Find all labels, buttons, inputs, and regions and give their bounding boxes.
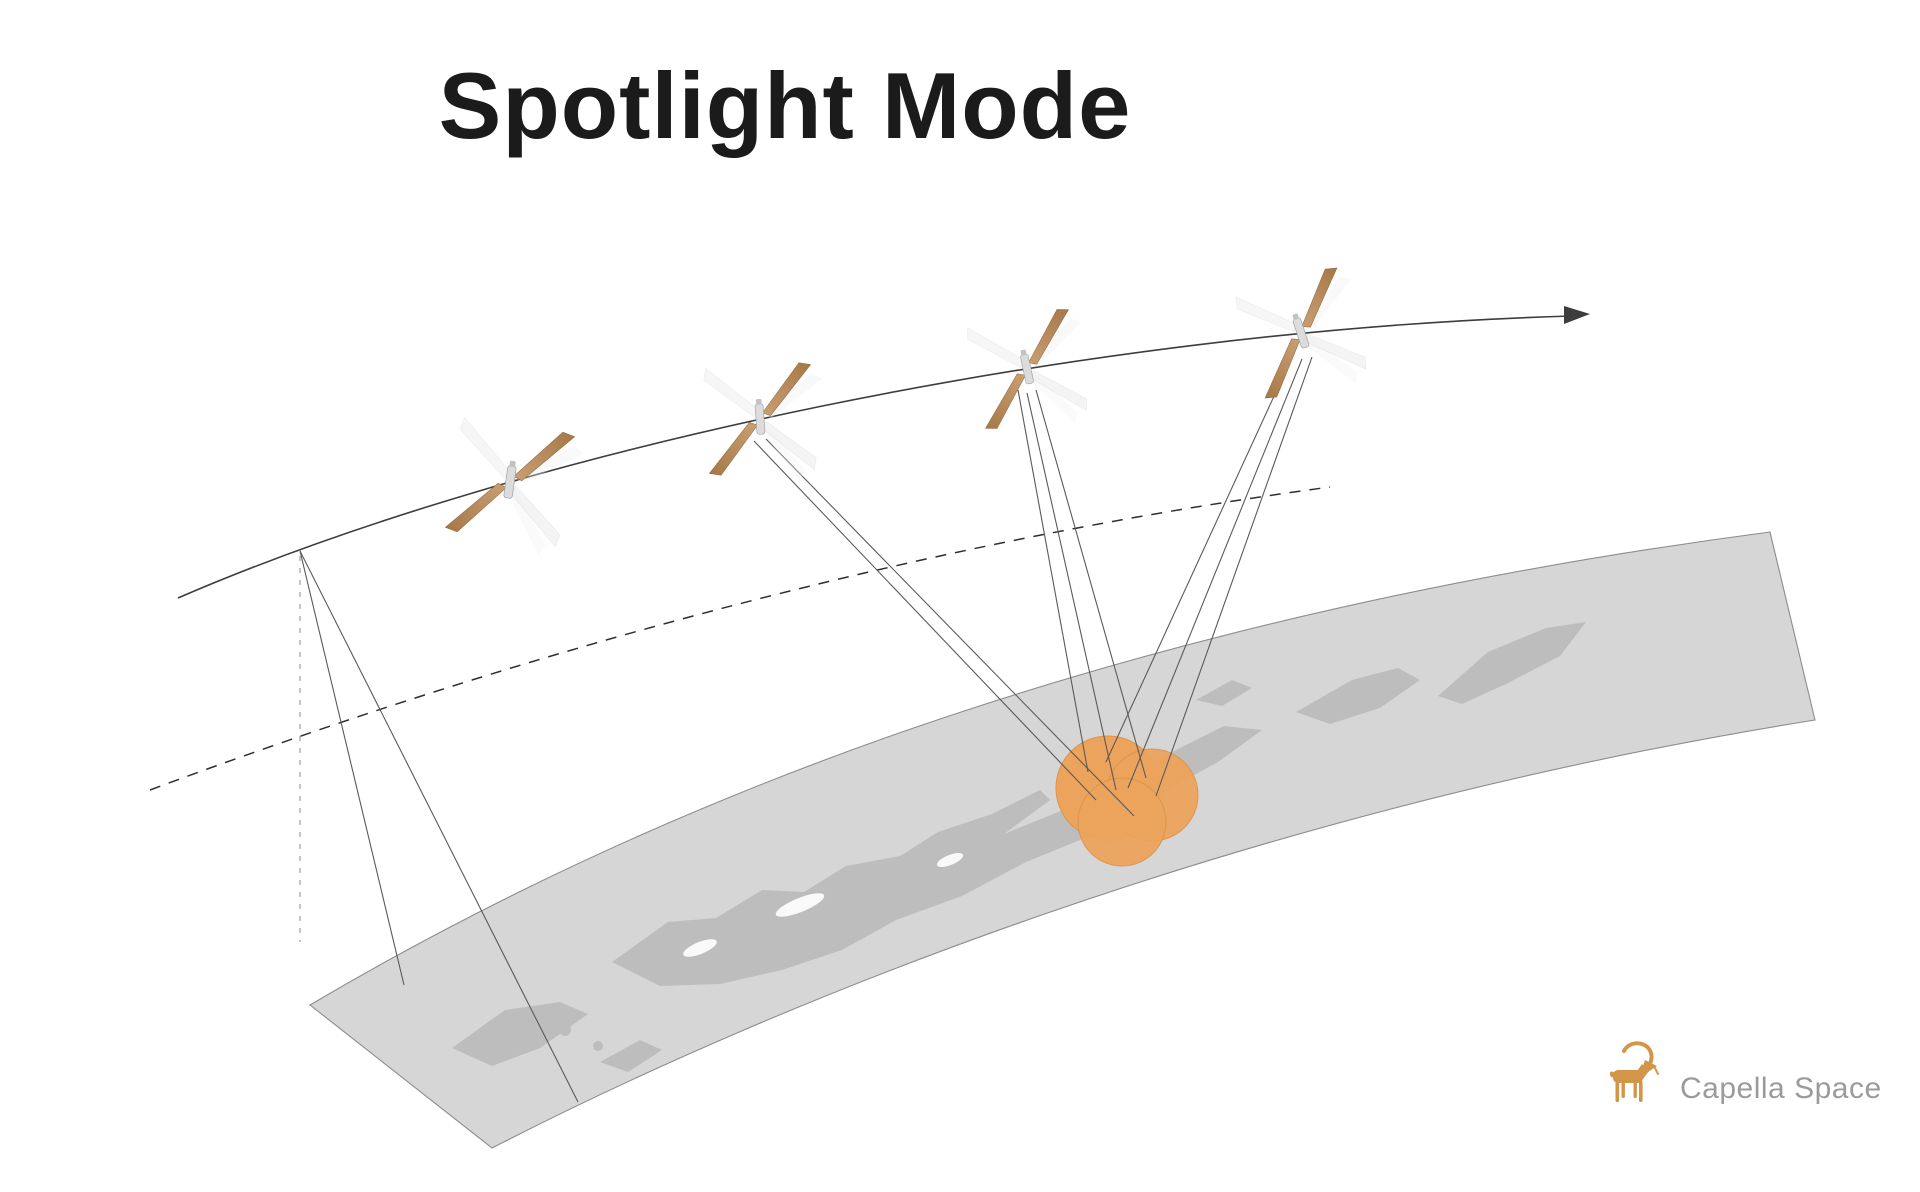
reference-beam-line bbox=[299, 550, 579, 1103]
orbit-arrow-icon bbox=[1564, 306, 1590, 324]
orbit-path bbox=[177, 315, 1573, 599]
lake bbox=[936, 853, 964, 867]
land-mass-mid-small bbox=[1196, 680, 1252, 706]
island-dot bbox=[559, 1024, 571, 1036]
beam-line-sat4 bbox=[1105, 356, 1293, 763]
reference-beam-line bbox=[299, 550, 405, 986]
land-mass-left bbox=[452, 1002, 588, 1066]
ground-swath bbox=[309, 531, 1816, 1149]
beam-line-sat3 bbox=[1017, 389, 1089, 773]
satellite-4 bbox=[1222, 252, 1389, 419]
reference-beam bbox=[299, 550, 579, 1103]
land-mass-right bbox=[1296, 668, 1420, 724]
beam-line-sat2 bbox=[765, 438, 1135, 817]
ibex-icon bbox=[1609, 1041, 1659, 1102]
spot-circle bbox=[1077, 777, 1167, 867]
spotlight-beams bbox=[753, 356, 1313, 817]
land-mass-left-small bbox=[600, 1040, 662, 1072]
lake bbox=[683, 939, 717, 957]
beam-line-sat3 bbox=[1035, 389, 1147, 779]
ground-track-dashed-line bbox=[149, 486, 1331, 791]
beam-line-sat2 bbox=[753, 440, 1097, 801]
beam-line-sat4 bbox=[1127, 358, 1303, 789]
land-mass-far-right bbox=[1438, 622, 1586, 704]
page-title: Spotlight Mode bbox=[438, 53, 1132, 158]
island-dot bbox=[593, 1041, 603, 1051]
satellite-2 bbox=[693, 352, 835, 494]
orbit bbox=[177, 306, 1590, 599]
lake bbox=[775, 893, 825, 917]
capella-logo: Capella Space bbox=[1598, 1038, 1882, 1110]
spotlight-target bbox=[1055, 735, 1199, 867]
beam-line-sat4 bbox=[1155, 356, 1313, 797]
beam-line-sat3 bbox=[1026, 392, 1117, 791]
logo-text: Capella Space bbox=[1680, 1072, 1882, 1105]
satellite-3 bbox=[955, 295, 1108, 448]
satellite-1 bbox=[434, 407, 593, 566]
